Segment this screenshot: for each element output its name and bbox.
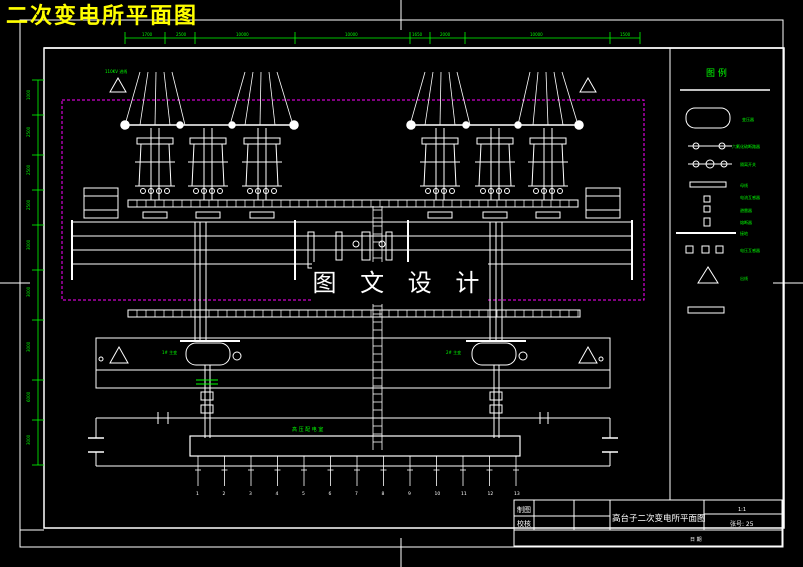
feeder-number: 3 <box>249 491 252 497</box>
transformer-symbol <box>685 107 731 129</box>
legend-item-9: 电压互感器 <box>740 247 760 253</box>
legend-item-7: 熔断器 <box>740 219 752 225</box>
lower-ladder-bus <box>127 309 581 318</box>
date-label: 日 期 <box>690 537 702 543</box>
vdim-1: 1000 <box>26 89 31 100</box>
title-block <box>513 499 783 547</box>
dim-6: 2000 <box>440 32 451 37</box>
dim-1: 1700 <box>142 32 153 37</box>
transformer-yard <box>95 337 611 389</box>
feeder-number: 10 <box>435 491 441 497</box>
checked-label: 校核 <box>517 519 531 528</box>
main-bus <box>71 220 633 280</box>
dim-7: 10000 <box>530 32 543 37</box>
vdim-3: 2500 <box>26 164 31 175</box>
legend-item-4: 母线 <box>740 182 748 188</box>
legend-title: 图 例 <box>706 67 727 79</box>
legend-item-6: 避雷器 <box>740 207 752 213</box>
feeder-number: 2 <box>223 491 226 497</box>
feeder-number: 7 <box>355 491 358 497</box>
vdim-7: 3000 <box>26 341 31 352</box>
hv-room-label: 高 压 配 电 室 <box>292 426 323 433</box>
switchgear-drops <box>196 365 503 438</box>
bus-frames <box>83 187 621 219</box>
vdim-5: 3000 <box>26 239 31 250</box>
feeder-number: 13 <box>514 491 520 497</box>
drawn-label: 制图 <box>517 505 531 514</box>
sheet-title: 二次变电所平面图 <box>6 3 199 29</box>
left-dimensions: 1000 2500 2500 2500 3000 3000 3000 6000 … <box>26 79 44 466</box>
feeder-number: 12 <box>488 491 494 497</box>
arrester-icon <box>109 76 127 93</box>
vdim-6: 3000 <box>26 286 31 297</box>
dim-5: 1650 <box>412 32 423 37</box>
dim-2: 2500 <box>176 32 187 37</box>
vdim-9: 3000 <box>26 434 31 445</box>
legend-item-1: 变压器 <box>742 116 754 122</box>
watermark: 图 文 设 计 <box>312 262 488 304</box>
feeder-number: 1 <box>196 491 199 497</box>
sheet-no: 张号: 25 <box>730 520 754 528</box>
vdim-4: 2500 <box>26 199 31 210</box>
feeder-number: 6 <box>329 491 332 497</box>
dim-3: 10000 <box>236 32 249 37</box>
fence-line <box>88 412 618 467</box>
legend-item-3: 隔离开关 <box>740 161 756 167</box>
incoming-label: 110KV 进线 <box>105 68 127 74</box>
legend-item-10: 出线 <box>740 275 748 281</box>
legend-item-2: 六氟化硫断路器 <box>732 143 760 149</box>
dim-4: 10000 <box>345 32 358 37</box>
high-voltage-room <box>189 435 521 457</box>
dim-8: 1500 <box>620 32 631 37</box>
feeder-number: 4 <box>276 491 279 497</box>
arrester-icon <box>579 76 597 93</box>
upper-busbar-right <box>406 120 584 130</box>
transformer-1-label: 1# 主变 <box>162 349 177 355</box>
incoming-lines-left <box>124 71 294 126</box>
legend-item-5: 电流互感器 <box>740 194 760 200</box>
bay-structures <box>135 128 568 219</box>
legend: 图 例 变压器 六氟化硫断路器 隔离开关 母线 电流互感器 避雷器 熔断器 接地… <box>676 67 770 314</box>
vdim-8: 6000 <box>26 391 31 402</box>
transformer-feeders <box>194 222 503 340</box>
bus-coupler <box>307 231 393 269</box>
scale: 1:1 <box>738 507 746 513</box>
arrester-icon <box>109 345 129 364</box>
legend-item-8: 接地 <box>740 230 748 236</box>
feeder-number: 11 <box>461 491 467 497</box>
top-dimensions: 1700 2500 10000 10000 1650 2000 10000 15… <box>124 32 641 44</box>
transformer-2-label: 2# 主变 <box>446 349 461 355</box>
feeder-number: 9 <box>408 491 411 497</box>
incoming-lines-right <box>409 71 579 126</box>
central-ladder <box>372 206 383 450</box>
feeder-number: 8 <box>382 491 385 497</box>
vdim-2: 2500 <box>26 126 31 137</box>
feeder-number: 5 <box>302 491 305 497</box>
arrester-icon <box>578 345 598 364</box>
drawing-name: 高台子二次变电所平面图 <box>612 513 706 524</box>
upper-busbar-left <box>120 120 299 130</box>
